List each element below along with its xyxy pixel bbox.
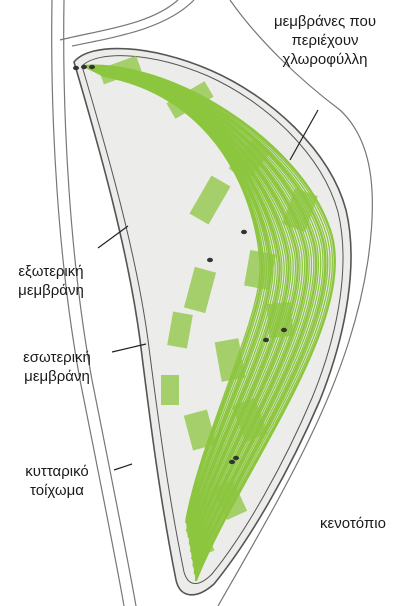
label-vacuole: κενοτόπιο [298,514,408,533]
granum [161,375,179,405]
label-cell-wall: κυτταρικό τοίχωμα [14,462,100,500]
label-line: μεμβράνη [14,367,100,386]
label-line: περιέχουν [245,31,405,50]
label-line: μεμβράνες που [245,12,405,31]
label-line: τοίχωμα [14,481,100,500]
label-thylakoid-membranes: μεμβράνες που περιέχουν χλωροφύλλη [245,12,405,69]
dot [233,456,239,460]
dot [241,230,247,234]
label-line: εσωτερική [14,348,100,367]
label-line: χλωροφύλλη [245,50,405,69]
label-line: μεμβράνη [8,281,94,300]
dot [207,258,213,262]
label-outer-membrane: εξωτερική μεμβράνη [8,262,94,300]
label-line: κενοτόπιο [320,515,386,532]
dot [263,338,269,342]
dot [81,65,87,69]
dot [73,66,79,70]
leader-cell-wall [114,464,132,470]
dot [281,328,287,332]
dot [89,65,95,69]
label-inner-membrane: εσωτερική μεμβράνη [14,348,100,386]
label-line: εξωτερική [8,262,94,281]
dot [229,460,235,464]
label-line: κυτταρικό [14,462,100,481]
granum [267,302,294,338]
top-membrane-left [60,0,178,40]
